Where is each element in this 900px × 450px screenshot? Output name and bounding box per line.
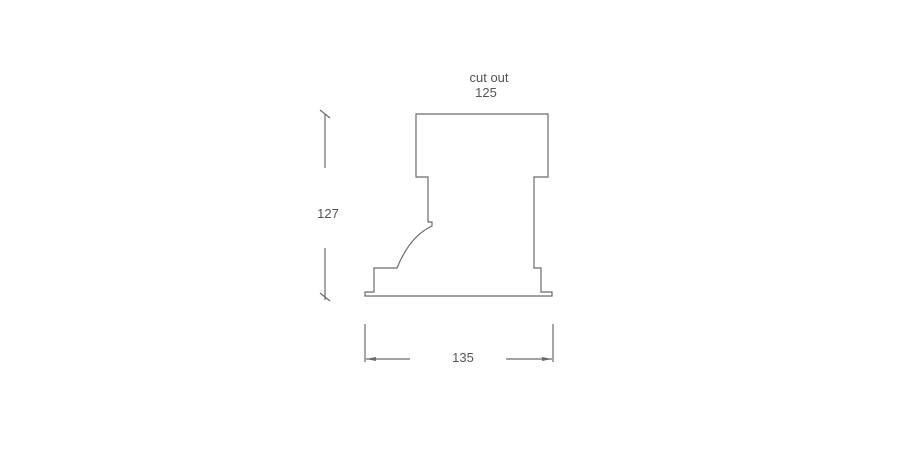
height-tick-top	[319, 109, 331, 119]
fixture-profile-outline	[364, 113, 553, 297]
width-value: 135	[452, 350, 474, 365]
arrow-left-icon	[366, 357, 376, 361]
cutout-label: cut out	[469, 70, 508, 85]
width-dimension: 135	[364, 324, 554, 365]
height-dimension: 127	[317, 109, 339, 302]
arrow-right-icon	[542, 357, 552, 361]
height-value: 127	[317, 206, 339, 221]
height-tick-bottom	[319, 292, 331, 302]
cutout-value: 125	[475, 85, 497, 100]
